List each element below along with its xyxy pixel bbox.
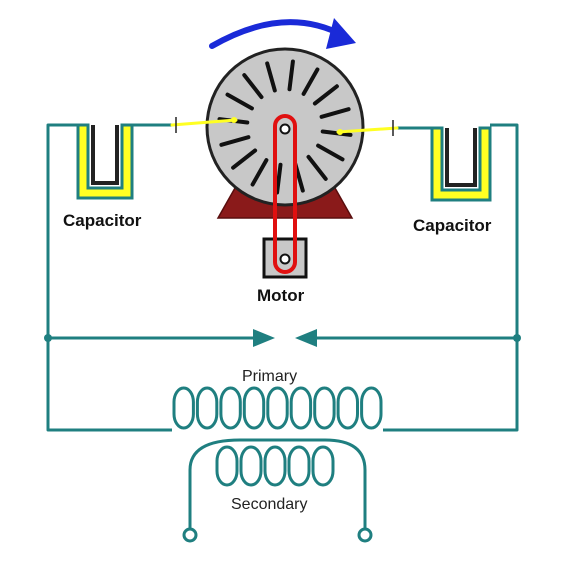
junction-dot-right bbox=[513, 334, 521, 342]
right-wire bbox=[383, 123, 519, 432]
secondary-coil bbox=[188, 438, 367, 528]
junction-dot-left bbox=[44, 334, 52, 342]
motor-spoke bbox=[316, 143, 345, 162]
primary-coil-loop bbox=[336, 386, 360, 430]
terminal-right bbox=[357, 527, 373, 543]
primary-label: Primary bbox=[242, 368, 297, 385]
arrow-left-icon bbox=[295, 329, 317, 347]
secondary-coil-loop bbox=[239, 445, 263, 487]
secondary-coil-loop bbox=[287, 445, 311, 487]
lead-right-contact bbox=[337, 129, 343, 135]
secondary-coil-loops bbox=[215, 445, 335, 487]
capacitor-right-label: Capacitor bbox=[413, 216, 492, 235]
motor-spoke bbox=[319, 107, 351, 119]
secondary-coil-loop bbox=[263, 445, 287, 487]
primary-coil-loop bbox=[172, 386, 195, 430]
rotation-arrow-icon bbox=[209, 18, 356, 49]
lead-right bbox=[336, 126, 399, 134]
motor-spoke bbox=[287, 59, 295, 92]
motor-spoke bbox=[301, 67, 320, 96]
primary-coil bbox=[172, 386, 383, 430]
secondary-coil-loop bbox=[215, 445, 239, 487]
left-wire bbox=[46, 123, 172, 432]
motor-crank bbox=[262, 114, 308, 279]
secondary-label: Secondary bbox=[231, 496, 308, 513]
secondary-coil-loop bbox=[311, 445, 335, 487]
circuit-wires bbox=[46, 123, 519, 432]
capacitor-left bbox=[76, 123, 134, 200]
lead-left bbox=[170, 118, 238, 127]
motor-spoke bbox=[250, 158, 269, 187]
arrow-right-icon bbox=[253, 329, 275, 347]
motor-radial-lines bbox=[217, 59, 353, 195]
motor-spoke bbox=[242, 73, 264, 100]
motor-leads bbox=[170, 118, 399, 134]
motor-spoke bbox=[275, 162, 283, 195]
primary-coil-loop bbox=[360, 386, 383, 430]
motor-spoke bbox=[265, 61, 277, 93]
lead-left-contact bbox=[231, 117, 237, 123]
primary-coil-loop bbox=[219, 386, 242, 430]
motor-spoke bbox=[225, 92, 254, 111]
motor-spoke bbox=[312, 84, 339, 106]
motor-spoke bbox=[219, 135, 251, 147]
capacitor-left-label: Capacitor bbox=[63, 211, 142, 230]
motor-spoke bbox=[231, 148, 258, 170]
primary-coil-loop bbox=[289, 386, 313, 430]
capacitor-right bbox=[430, 126, 492, 202]
primary-coil-loop bbox=[266, 386, 289, 430]
primary-coil-loop bbox=[195, 386, 219, 430]
motor-label: Motor bbox=[257, 286, 305, 305]
terminal-left bbox=[182, 527, 198, 543]
motor-spoke bbox=[320, 129, 353, 137]
primary-coil-loop bbox=[242, 386, 266, 430]
primary-coil-loop bbox=[313, 386, 336, 430]
motor-spoke bbox=[306, 154, 328, 181]
